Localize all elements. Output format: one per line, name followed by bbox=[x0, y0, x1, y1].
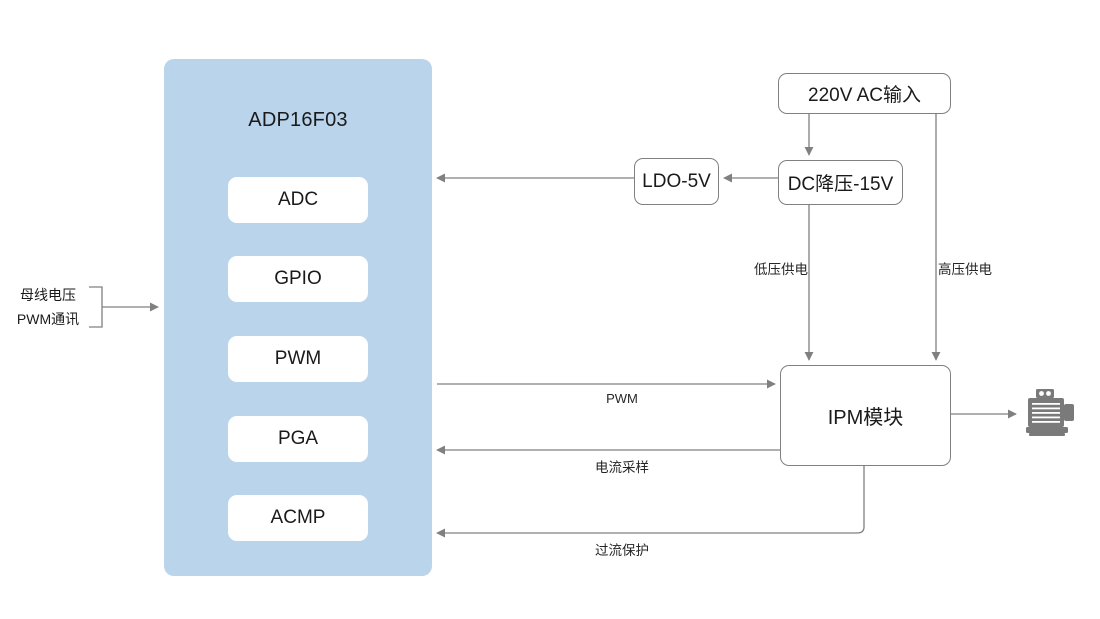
ac-input-box[interactable]: 220V AC输入 bbox=[778, 73, 951, 114]
peripheral-pga[interactable]: PGA bbox=[228, 416, 368, 462]
peripheral-pwm[interactable]: PWM bbox=[228, 336, 368, 382]
wire-overcurrent-protection bbox=[436, 466, 865, 538]
wire-input-bracket bbox=[89, 286, 103, 328]
mcu-title: ADP16F03 bbox=[248, 108, 348, 131]
label-current-sampling: 电流采样 bbox=[595, 460, 649, 475]
mcu-panel[interactable] bbox=[164, 59, 432, 576]
label-low-voltage-supply: 低压供电 bbox=[754, 262, 808, 277]
ldo-box[interactable]: LDO-5V bbox=[634, 158, 719, 205]
peripheral-acmp[interactable]: ACMP bbox=[228, 495, 368, 541]
peripheral-gpio[interactable]: GPIO bbox=[228, 256, 368, 302]
input-signal-labels: 母线电压 PWM通讯 bbox=[8, 283, 88, 331]
ipm-module-box[interactable]: IPM模块 bbox=[780, 365, 951, 466]
label-pwm: PWM bbox=[606, 391, 638, 406]
dc-buck-box[interactable]: DC降压-15V bbox=[778, 160, 903, 205]
input-label-bus-voltage: 母线电压 bbox=[20, 287, 76, 303]
label-overcurrent-protection: 过流保护 bbox=[595, 543, 649, 558]
peripheral-adc[interactable]: ADC bbox=[228, 177, 368, 223]
label-high-voltage-supply: 高压供电 bbox=[938, 262, 992, 277]
motor-icon bbox=[1026, 389, 1074, 436]
input-label-pwm-comm: PWM通讯 bbox=[16, 311, 80, 327]
